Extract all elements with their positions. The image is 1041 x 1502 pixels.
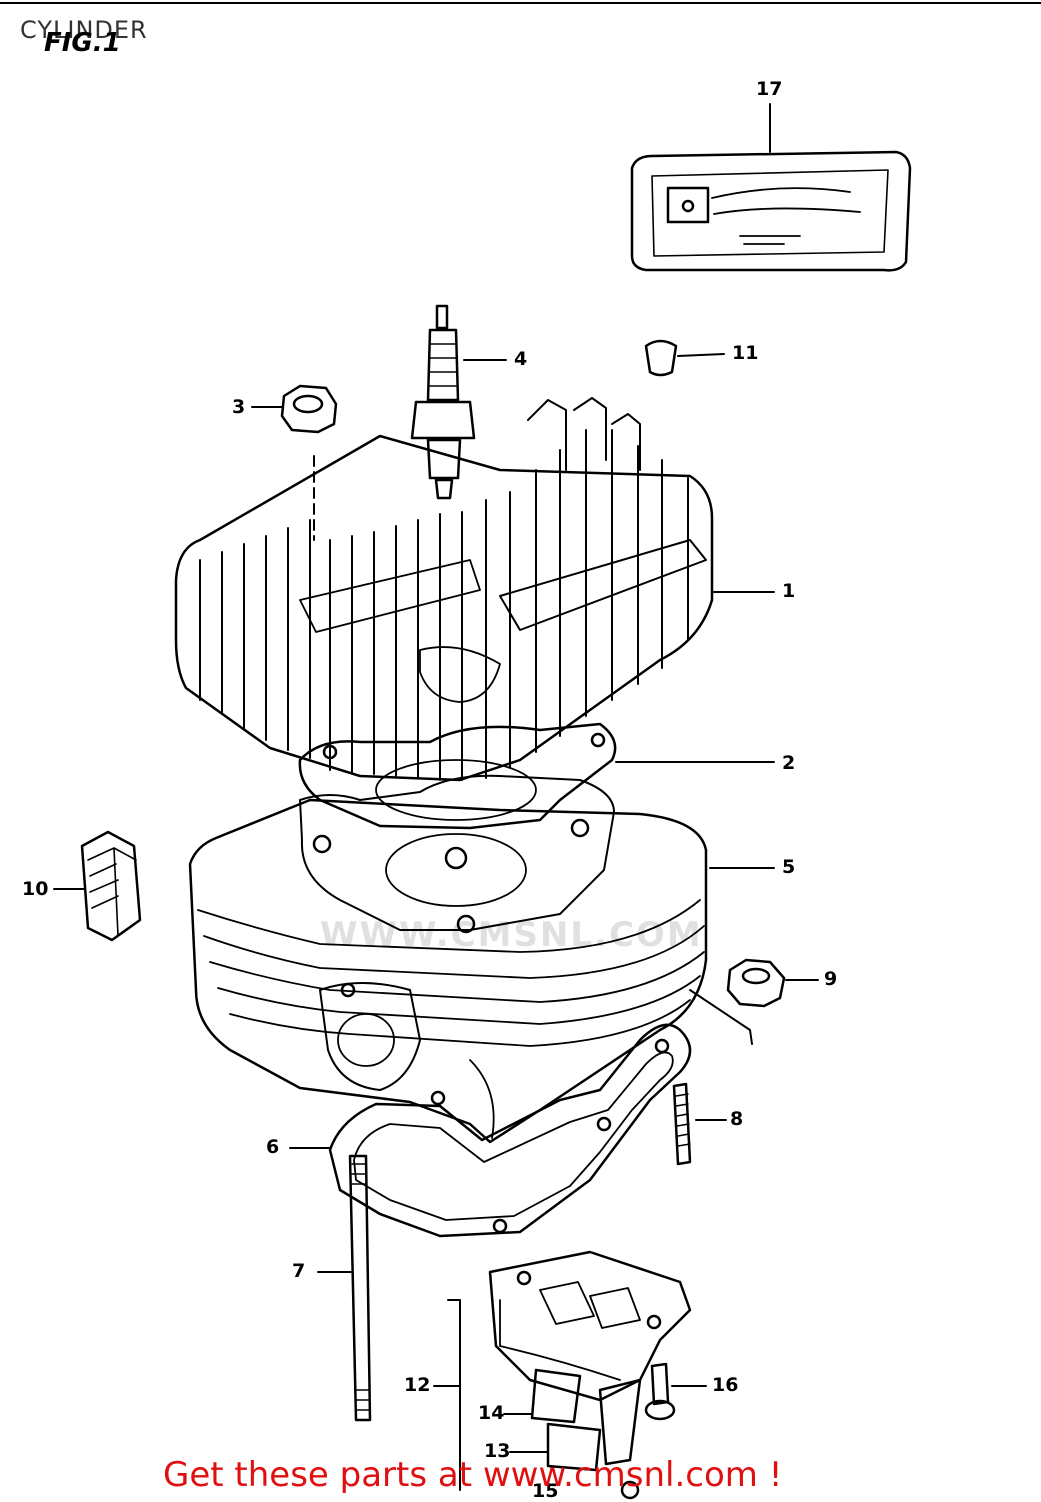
part-16-screw[interactable] (644, 1362, 707, 1421)
get-parts-link[interactable]: Get these parts at www.cmsnl.com ! (163, 1455, 783, 1495)
part-15-bolt[interactable] (598, 1378, 642, 1500)
callout-4[interactable]: 4 (514, 348, 528, 370)
callout-9[interactable]: 9 (824, 968, 838, 990)
part-3-nut[interactable] (251, 384, 338, 541)
callout-7[interactable]: 7 (292, 1260, 306, 1282)
callout-16[interactable]: 16 (712, 1374, 739, 1396)
callout-8[interactable]: 8 (730, 1108, 744, 1130)
callout-15[interactable]: 15 (532, 1480, 559, 1502)
part-4-spark-plug[interactable] (410, 304, 507, 500)
callout-14[interactable]: 14 (478, 1402, 505, 1424)
top-rule (0, 2, 1041, 4)
part-13-reed-stopper[interactable] (509, 1422, 602, 1472)
part-12-reed-valve[interactable] (433, 1250, 692, 1491)
figure-label: FIG.1 (44, 28, 121, 58)
part-14-reed-petal[interactable] (503, 1368, 582, 1424)
callout-10[interactable]: 10 (22, 878, 49, 900)
part-17-label-plate[interactable] (630, 103, 912, 272)
part-2-head-gasket[interactable] (298, 722, 775, 830)
part-5-cylinder-block[interactable] (188, 774, 775, 1144)
callout-11[interactable]: 11 (732, 342, 759, 364)
callout-13[interactable]: 13 (484, 1440, 511, 1462)
callout-3[interactable]: 3 (232, 396, 246, 418)
callout-17[interactable]: 17 (756, 78, 783, 100)
callout-5[interactable]: 5 (782, 856, 796, 878)
callout-6[interactable]: 6 (266, 1136, 280, 1158)
part-10-damper[interactable] (53, 830, 142, 942)
part-6-base-gasket[interactable] (289, 1023, 692, 1238)
part-1-cylinder-head[interactable] (174, 397, 775, 782)
page-title: CYLINDER (20, 16, 148, 44)
callout-12[interactable]: 12 (404, 1374, 431, 1396)
callout-1[interactable]: 1 (782, 580, 796, 602)
part-9-nut[interactable] (726, 958, 819, 1008)
part-11-cap[interactable] (644, 339, 725, 377)
callout-2[interactable]: 2 (782, 752, 796, 774)
part-7-long-stud[interactable] (317, 1154, 372, 1422)
part-8-stud[interactable] (672, 1082, 727, 1166)
